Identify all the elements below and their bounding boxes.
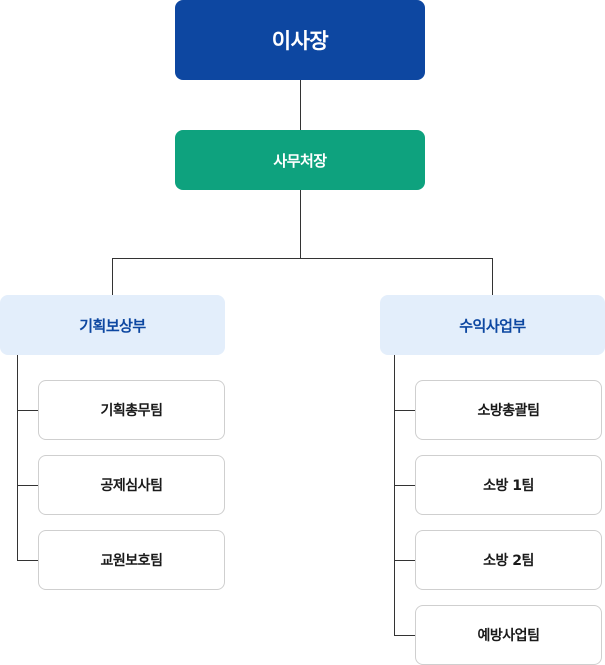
department-label: 수익사업부 bbox=[459, 316, 526, 335]
team-box-fire-2: 소방 2팀 bbox=[415, 530, 602, 590]
department-planning-compensation: 기획보상부 bbox=[0, 295, 225, 355]
team-box-teacher-protection: 교원보호팀 bbox=[38, 530, 225, 590]
department-label: 기획보상부 bbox=[79, 316, 146, 335]
secretary-general-label: 사무처장 bbox=[273, 151, 327, 170]
team-label: 소방 1팀 bbox=[483, 478, 534, 494]
team-label: 교원보호팀 bbox=[100, 553, 163, 569]
team-box-planning-general: 기획총무팀 bbox=[38, 380, 225, 440]
secretary-general-box: 사무처장 bbox=[175, 130, 425, 190]
team-box-fire-1: 소방 1팀 bbox=[415, 455, 602, 515]
team-box-prevention-business: 예방사업팀 bbox=[415, 605, 602, 665]
chairman-box: 이사장 bbox=[175, 0, 425, 80]
team-label: 기획총무팀 bbox=[100, 403, 163, 419]
team-label: 공제심사팀 bbox=[100, 478, 163, 494]
department-revenue-business: 수익사업부 bbox=[380, 295, 605, 355]
team-box-fire-general: 소방총괄팀 bbox=[415, 380, 602, 440]
team-label: 소방 2팀 bbox=[483, 553, 534, 569]
team-label: 소방총괄팀 bbox=[477, 403, 540, 419]
team-label: 예방사업팀 bbox=[477, 628, 540, 644]
team-box-mutual-aid-review: 공제심사팀 bbox=[38, 455, 225, 515]
chairman-label: 이사장 bbox=[271, 29, 329, 53]
